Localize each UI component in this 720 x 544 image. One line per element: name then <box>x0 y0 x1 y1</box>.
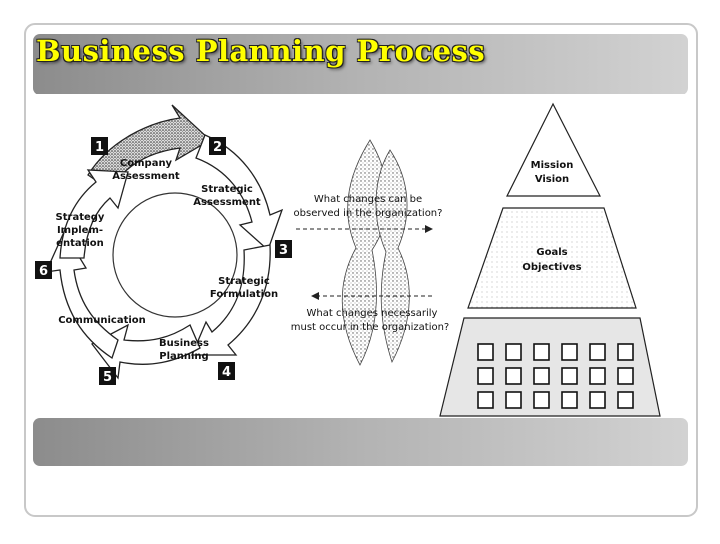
step-1-badge: 1 <box>91 137 108 155</box>
pyramid-base-box <box>478 392 493 408</box>
svg-text:6: 6 <box>39 264 48 279</box>
pyramid-base-box <box>590 344 605 360</box>
question-observed-line-1: What changes can be <box>314 194 422 205</box>
pyramid-base-box <box>562 392 577 408</box>
pyramid-base-box <box>506 368 521 384</box>
pyramid-base-box <box>506 392 521 408</box>
step-1-label-line-1: Company <box>120 158 173 169</box>
step-5-label: Communication <box>58 315 146 326</box>
step-6-label-line-2: Implem- <box>57 225 103 236</box>
step-6-label-line-3: entation <box>56 238 104 249</box>
step-6-label-line-1: Strategy <box>56 212 105 223</box>
svg-text:4: 4 <box>222 365 231 380</box>
footer-band <box>33 418 688 466</box>
slide-title: Business Planning Process <box>36 34 485 68</box>
step-4-label-line-2: Planning <box>159 351 208 362</box>
pyramid-base-box <box>562 344 577 360</box>
pyramid-base-box <box>618 344 633 360</box>
svg-text:5: 5 <box>103 370 112 385</box>
pyramid-base-box <box>618 392 633 408</box>
pyramid-base-box <box>534 344 549 360</box>
question-required-line-2: must occur in the organization? <box>291 322 450 333</box>
pyramid-base-box <box>534 368 549 384</box>
svg-text:1: 1 <box>95 140 104 155</box>
pyramid-middle-line-2: Objectives <box>522 262 581 273</box>
pyramid-base-box <box>506 344 521 360</box>
pyramid-base-box <box>618 368 633 384</box>
step-6-badge: 6 <box>35 261 52 279</box>
svg-text:3: 3 <box>279 243 288 258</box>
pyramid-base-box <box>562 368 577 384</box>
step-4-label-line-1: Business <box>159 338 209 349</box>
pyramid-base-box <box>590 392 605 408</box>
step-5-badge: 5 <box>99 367 116 385</box>
step-2-badge: 2 <box>209 137 226 155</box>
pyramid-base-box <box>590 368 605 384</box>
step-3-badge: 3 <box>275 240 292 258</box>
step-3-label-line-2: Formulation <box>210 289 278 300</box>
step-4-badge: 4 <box>218 362 235 380</box>
step-3-label-line-1: Strategic <box>218 276 270 287</box>
pyramid-middle-line-1: Goals <box>536 247 567 258</box>
pyramid-base-box <box>478 344 493 360</box>
step-1-label-line-2: Assessment <box>112 171 180 182</box>
pyramid-top-line-1: Mission <box>531 160 574 171</box>
pyramid-base-box <box>478 368 493 384</box>
svg-text:2: 2 <box>213 140 222 155</box>
question-observed-line-2: observed in the organization? <box>294 208 443 219</box>
question-required-line-1: What changes necessarily <box>307 308 438 319</box>
pyramid-top-line-2: Vision <box>535 174 569 185</box>
step-2-label-line-2: Assessment <box>193 197 261 208</box>
step-2-label-line-1: Strategic <box>201 184 253 195</box>
pyramid-base-box <box>534 392 549 408</box>
